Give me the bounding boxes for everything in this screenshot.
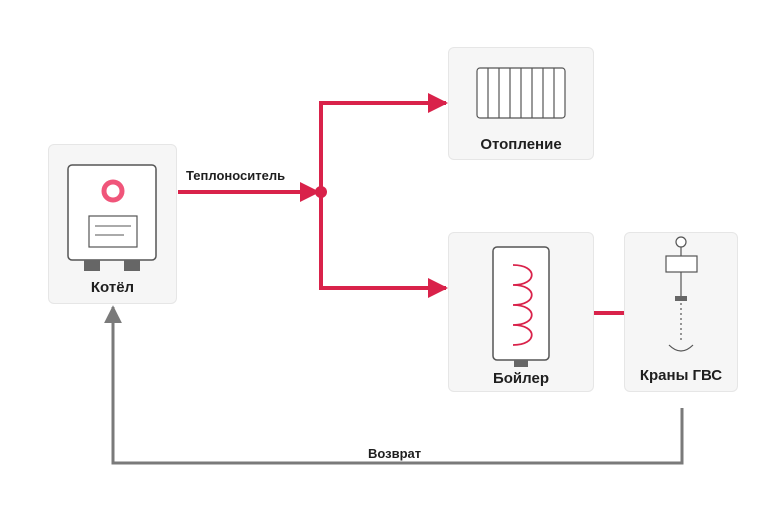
supply-branch-upper: [319, 93, 448, 192]
boiler-unit-icon: [67, 164, 157, 271]
water-heater-coil-icon: [492, 246, 550, 367]
faucet-icon: [665, 236, 698, 352]
heating-label: Отопление: [480, 136, 562, 153]
supply-branch-lower: [319, 192, 448, 298]
return-label: Возврат: [368, 446, 422, 461]
supply-label: Теплоноситель: [186, 168, 286, 183]
heating-card: Отопление: [448, 47, 594, 160]
boiler-label: Котёл: [90, 279, 135, 296]
taps-card: Краны ГВС: [624, 232, 738, 392]
radiator-icon: [476, 67, 566, 119]
supply-pipe: [178, 93, 448, 298]
return-pipe: [104, 305, 684, 465]
supply-junction: [315, 186, 327, 198]
taps-label: Краны ГВС: [639, 367, 723, 384]
tank-label: Бойлер: [492, 370, 549, 387]
